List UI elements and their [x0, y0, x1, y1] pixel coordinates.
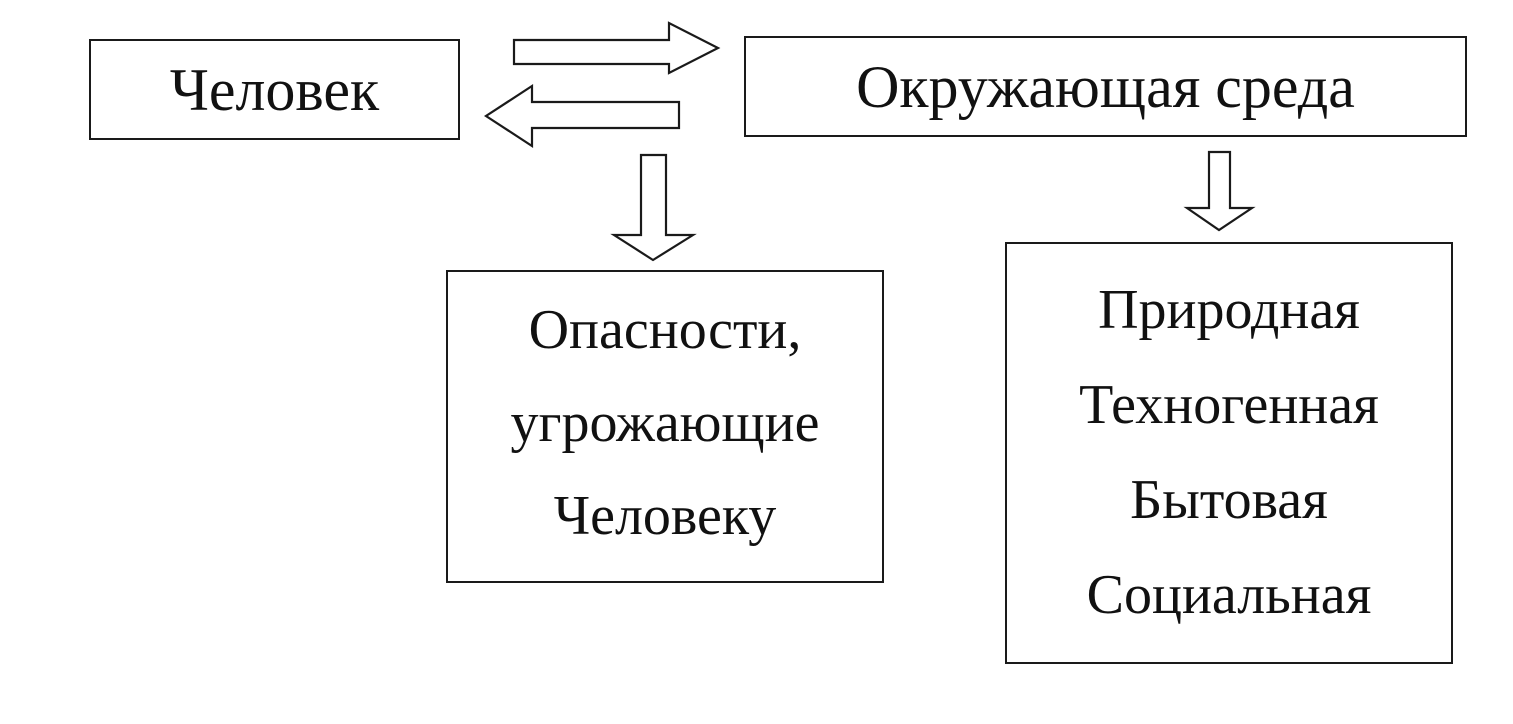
arrow-down-icon	[1183, 150, 1256, 232]
arrow-left-icon	[483, 83, 681, 149]
human-node: Человек	[89, 39, 460, 140]
dangers-label-line: Опасности,	[528, 299, 802, 361]
human-label: Человек	[169, 56, 380, 123]
dangers-label-line: Человеку	[553, 485, 777, 547]
dangers-node: Опасности, угрожающие Человеку	[446, 270, 884, 583]
dangers-label-line: угрожающие	[510, 392, 820, 454]
environment-type-item: Техногенная	[1079, 374, 1379, 436]
arrow-right-icon	[512, 21, 721, 75]
arrow-down-icon	[610, 153, 697, 262]
environment-label: Окружающая среда	[856, 53, 1355, 120]
environment-node: Окружающая среда	[744, 36, 1467, 137]
environment-type-item: Социальная	[1086, 564, 1372, 626]
environment-types-node: Природная Техногенная Бытовая Социальная	[1005, 242, 1453, 664]
environment-type-item: Бытовая	[1130, 469, 1328, 531]
environment-type-item: Природная	[1098, 279, 1360, 341]
